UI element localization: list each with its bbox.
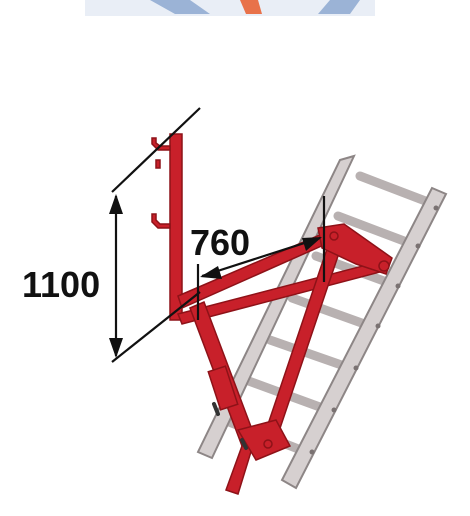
ladder-left-rail [196,154,356,460]
hook-lower [151,213,171,229]
ladder [196,154,448,490]
width-dimension-label: 760 [190,222,250,263]
bottom-reference-line [111,291,201,363]
dimension-lines [111,107,326,363]
hook-upper-tip [155,159,161,169]
arrowheads [109,194,322,358]
foot-bolt [263,439,273,449]
clamp-bolt-2 [329,231,339,241]
top-banner-fragment [85,0,375,16]
arrow-height-top [109,194,123,214]
hook-upper [151,137,171,151]
top-reference-line [111,107,201,193]
arrow-width-left [200,266,222,279]
support-frame [151,133,393,495]
ladder-rivets [309,205,439,455]
pins [212,402,248,450]
upright-post [169,133,183,321]
height-dimension-label: 1100 [22,264,100,305]
ladder-right-rail [280,186,448,490]
width-dimension-line [201,236,321,278]
clamp-bolt [378,260,390,272]
arrow-height-bottom [109,338,123,358]
adjust-collar [207,365,239,411]
arrow-width-right [302,237,322,251]
foot-clamp [236,419,292,461]
